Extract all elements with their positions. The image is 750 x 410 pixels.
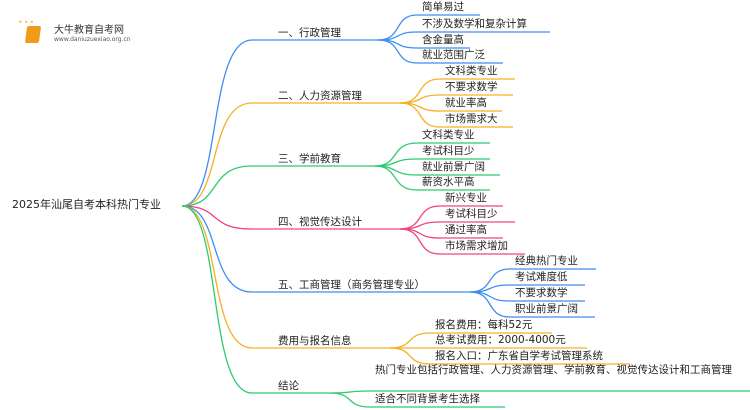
branch-connector xyxy=(181,205,390,349)
leaf-node: 文科类专业 xyxy=(445,65,498,77)
leaf-node: 就业率高 xyxy=(445,97,487,109)
branch-connector xyxy=(181,165,375,207)
branch-node: 二、人力资源管理 xyxy=(278,90,362,102)
logo-url: www.daniuzuexiao.org.cn xyxy=(54,36,131,43)
leaf-node: 文科类专业 xyxy=(422,129,475,141)
leaf-node: 不涉及数学和复杂计算 xyxy=(422,18,527,30)
book-icon xyxy=(24,26,42,43)
leaf-node: 总考试费用：2000-4000元 xyxy=(435,334,566,346)
leaf-node: 含金量高 xyxy=(422,34,464,46)
leaf-connector xyxy=(377,39,503,64)
leaf-node: 市场需求增加 xyxy=(445,240,508,252)
leaf-node: 适合不同背景考生选择 xyxy=(375,393,480,405)
leaf-node: 市场需求大 xyxy=(445,113,498,125)
leaf-connector xyxy=(389,347,630,365)
leaf-node: 经典热门专业 xyxy=(515,255,578,267)
leaf-node: 就业前景广阔 xyxy=(422,161,485,173)
branch-connector xyxy=(181,205,400,230)
leaf-node: 通过率高 xyxy=(445,224,487,236)
leaf-node: 简单易过 xyxy=(422,1,464,13)
leaf-node: 就业范围广泛 xyxy=(422,49,485,61)
leaf-connector xyxy=(469,291,595,318)
leaf-node: 不要求数学 xyxy=(515,287,568,299)
leaf-connector xyxy=(399,228,525,255)
logo-dots-icon: ••• xyxy=(18,18,36,27)
branch-connector xyxy=(181,102,400,207)
leaf-node: 考试难度低 xyxy=(515,271,568,283)
leaf-connector xyxy=(377,31,550,41)
leaf-node: 职业前景广阔 xyxy=(515,303,578,315)
branch-connector xyxy=(181,205,330,394)
leaf-node: 热门专业包括行政管理、人力资源管理、学前教育、视觉传达设计和工商管理 xyxy=(375,364,732,376)
branch-node: 五、工商管理（商务管理专业） xyxy=(278,279,425,291)
leaf-connector xyxy=(399,102,513,128)
leaf-node: 考试科目少 xyxy=(422,145,475,157)
leaf-node: 报名入口：广东省自学考试管理系统 xyxy=(435,350,603,362)
leaf-node: 报名费用：每科52元 xyxy=(435,319,533,331)
leaf-node: 考试科目少 xyxy=(445,208,498,220)
logo-title: 大牛教育自考网 xyxy=(54,25,124,36)
branch-connector xyxy=(181,39,378,207)
leaf-node: 薪资水平高 xyxy=(422,176,475,188)
leaf-connector xyxy=(329,392,505,408)
branch-node: 三、学前教育 xyxy=(278,153,341,165)
root-node: 2025年汕尾自考本科热门专业 xyxy=(12,198,161,211)
branch-connector xyxy=(181,205,470,293)
leaf-connector xyxy=(374,165,490,191)
branch-node: 费用与报名信息 xyxy=(278,335,352,347)
site-logo: ••• 大牛教育自考网 www.daniuzuexiao.org.cn xyxy=(18,18,131,48)
branch-node: 四、视觉传达设计 xyxy=(278,216,362,228)
branch-node: 结论 xyxy=(278,380,299,392)
leaf-node: 新兴专业 xyxy=(445,192,487,204)
leaf-node: 不要求数学 xyxy=(445,81,498,93)
branch-node: 一、行政管理 xyxy=(278,27,341,39)
